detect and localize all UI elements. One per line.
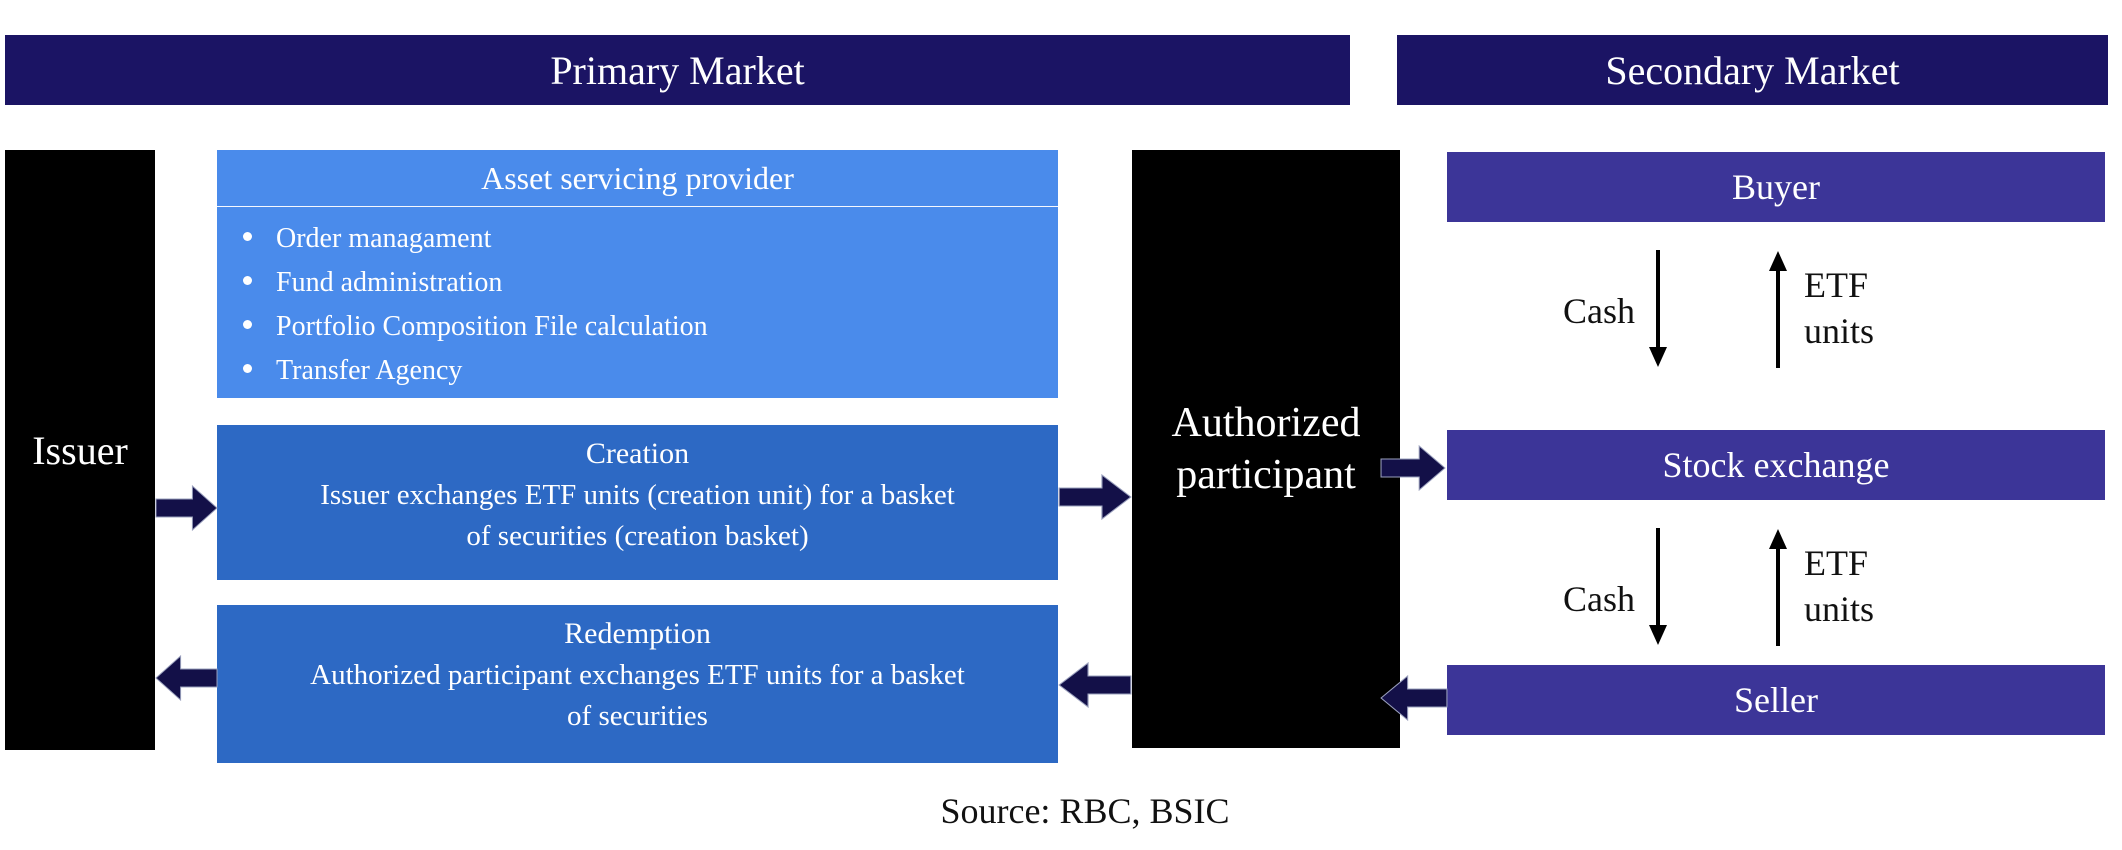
buyer-box: Buyer xyxy=(1447,152,2105,222)
arrow-participant-to-exchange xyxy=(1380,445,1446,491)
buyer-etf-flow xyxy=(1766,250,1790,368)
issuer-box: Issuer xyxy=(5,150,155,750)
down-arrow-icon xyxy=(1649,250,1667,367)
bullet-item: Transfer Agency xyxy=(217,349,1058,393)
right-arrow-icon xyxy=(1380,445,1446,491)
arrow-seller-to-participant xyxy=(1380,675,1448,721)
redemption-description: Authorized participant exchanges ETF uni… xyxy=(310,659,965,732)
asset-servicing-box: Asset servicing provider Order managamen… xyxy=(217,150,1058,398)
right-arrow-icon xyxy=(1058,474,1132,520)
redemption-title: Redemption xyxy=(564,617,711,650)
bullet-dot-icon xyxy=(243,364,252,373)
arrow-creation-to-participant xyxy=(1058,474,1132,520)
bullet-item: Portfolio Composition File calculation xyxy=(217,305,1058,349)
up-arrow-icon xyxy=(1769,529,1787,646)
seller-cash-flow xyxy=(1646,528,1670,646)
bullet-item: Order managament xyxy=(217,217,1058,261)
seller-label: Seller xyxy=(1734,680,1818,720)
creation-title: Creation xyxy=(585,437,690,470)
stock-exchange-label: Stock exchange xyxy=(1662,445,1890,485)
left-arrow-icon xyxy=(1058,662,1132,708)
creation-description: Issuer exchanges ETF units (creation uni… xyxy=(320,479,955,552)
seller-etf-flow xyxy=(1766,528,1790,646)
seller-cash-label: Cash xyxy=(1563,579,1635,619)
primary-market-header: Primary Market xyxy=(5,35,1350,105)
secondary-market-title: Secondary Market xyxy=(1605,47,1900,93)
buyer-cash-flow xyxy=(1646,250,1670,368)
buyer-label: Buyer xyxy=(1732,167,1820,207)
left-arrow-icon xyxy=(155,655,218,701)
left-arrow-icon xyxy=(1380,675,1448,721)
bullet-dot-icon xyxy=(243,276,252,285)
creation-box: Creation Issuer exchanges ETF units (cre… xyxy=(217,425,1058,580)
primary-market-title: Primary Market xyxy=(550,47,805,93)
asset-servicing-bullet-list: Order managament Fund administration Por… xyxy=(217,207,1058,393)
buyer-cash-label: Cash xyxy=(1563,291,1635,331)
authorized-participant-box: Authorized participant xyxy=(1132,150,1400,748)
seller-etf-units-label: ETF units xyxy=(1804,543,1875,629)
issuer-label: Issuer xyxy=(32,427,128,473)
arrow-issuer-to-creation xyxy=(155,485,218,531)
authorized-participant-label: Authorized participant xyxy=(1171,399,1361,499)
bullet-dot-icon xyxy=(243,320,252,329)
secondary-market-header: Secondary Market xyxy=(1397,35,2108,105)
up-arrow-icon xyxy=(1769,251,1787,368)
source-note: Source: RBC, BSIC xyxy=(940,791,1230,831)
seller-box: Seller xyxy=(1447,665,2105,735)
asset-servicing-title: Asset servicing provider xyxy=(217,150,1058,207)
right-arrow-icon xyxy=(155,485,218,531)
arrow-participant-to-redemption xyxy=(1058,662,1132,708)
buyer-etf-units-label: ETF units xyxy=(1804,265,1875,351)
redemption-box: Redemption Authorized participant exchan… xyxy=(217,605,1058,763)
arrow-redemption-to-issuer xyxy=(155,655,218,701)
stock-exchange-box: Stock exchange xyxy=(1447,430,2105,500)
down-arrow-icon xyxy=(1649,528,1667,645)
bullet-dot-icon xyxy=(243,232,252,241)
bullet-item: Fund administration xyxy=(217,261,1058,305)
